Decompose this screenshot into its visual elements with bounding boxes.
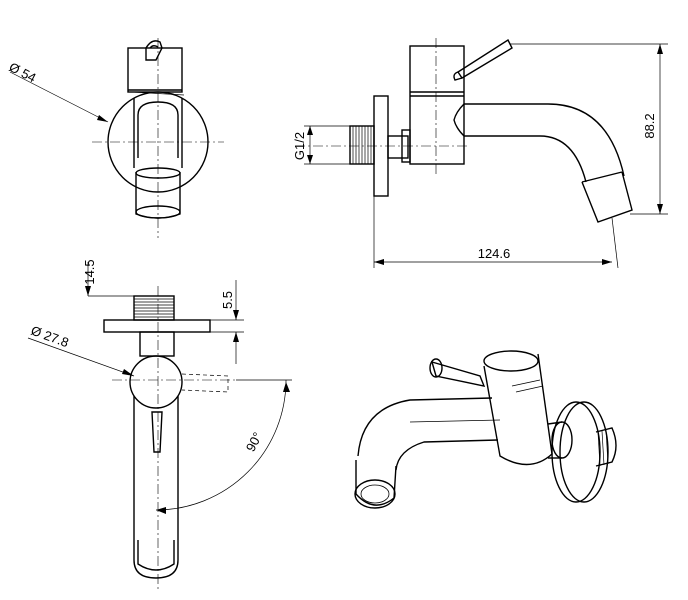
dim-thread-spec: G1/2 <box>292 132 307 160</box>
dim-height: 88.2 <box>642 113 657 138</box>
dim-flange-diameter: Ø 54 <box>7 59 39 85</box>
top-view: 14.5 5.5 Ø 27.8 90° <box>27 259 292 590</box>
dim-length: 124.6 <box>478 246 511 261</box>
side-view: 88.2 124.6 G1/2 <box>292 38 668 269</box>
dim-thread-length: 14.5 <box>82 259 97 284</box>
isometric-view <box>354 350 617 509</box>
dim-rotation-angle: 90° <box>243 430 265 454</box>
dim-flange-thickness: 5.5 <box>220 291 235 309</box>
front-view: Ø 54 <box>7 38 224 238</box>
